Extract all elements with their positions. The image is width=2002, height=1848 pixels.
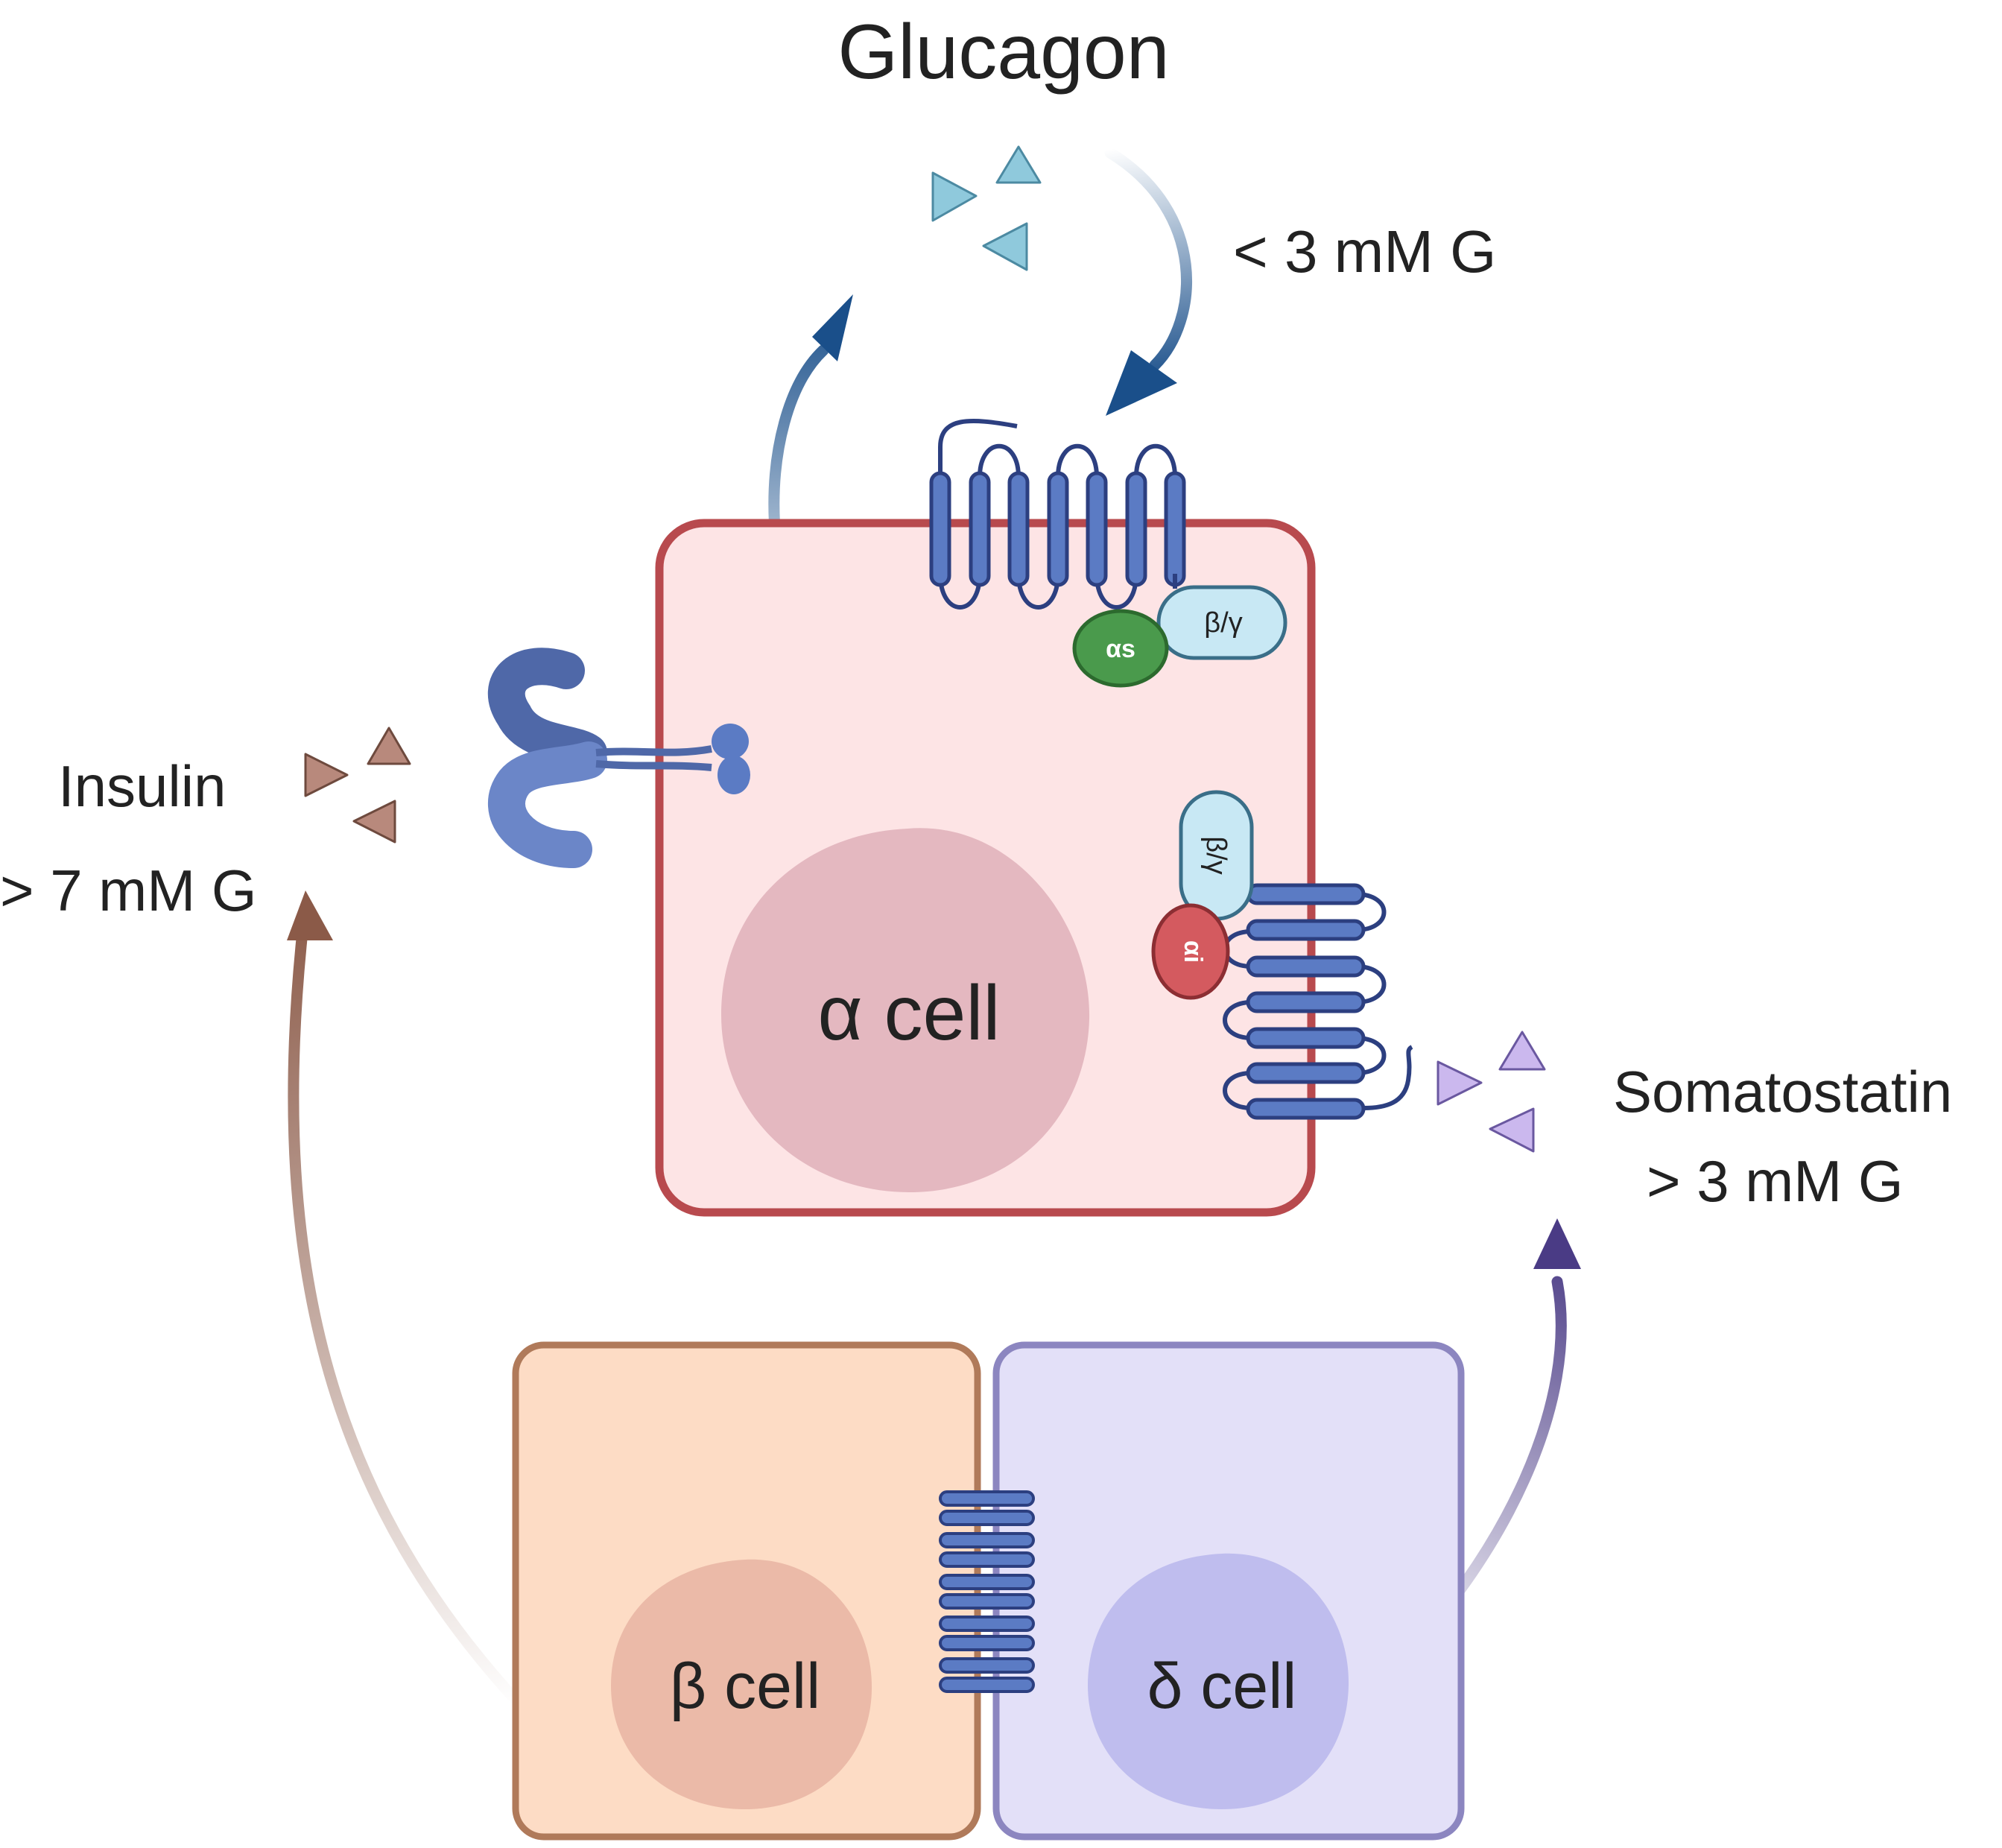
insulin-paracrine-arrow	[287, 890, 528, 1712]
insulin-label: Insulin	[58, 753, 226, 819]
g-protein-stimulatory: β/γ αs	[1072, 585, 1287, 688]
somatostatin-threshold-label: > 3 mM G	[1647, 1148, 1904, 1214]
gap-junction	[939, 1574, 1035, 1610]
glucagon-molecules	[931, 145, 1042, 271]
beta-cell-label: β cell	[670, 1651, 820, 1722]
beta-gamma-subunit	[1156, 585, 1287, 660]
glucagon-triangle	[931, 171, 978, 222]
insulin-receptor	[487, 648, 750, 868]
alpha-cell-label: α cell	[817, 970, 1000, 1057]
somatostatin-receptor-gpcr	[1223, 883, 1413, 1120]
gap-junction	[939, 1490, 1035, 1526]
beta-gamma-label-right: β/γ	[1200, 836, 1232, 874]
somatostatin-triangle	[1489, 1107, 1535, 1153]
alpha-cell: α cell	[655, 519, 1316, 1217]
gap-junction	[939, 1532, 1035, 1568]
insulin-threshold-label: > 7 mM G	[0, 858, 257, 923]
insulin-molecules	[304, 727, 411, 844]
gap-junction	[939, 1657, 1035, 1693]
glucagon-triangle	[995, 145, 1042, 184]
delta-cell: δ cell	[992, 1341, 1465, 1841]
alpha-nucleus	[721, 828, 1090, 1192]
gap-junction	[939, 1616, 1035, 1651]
glucagon-label: Glucagon	[837, 9, 1169, 95]
insulin-triangle	[304, 753, 349, 797]
alpha-i-subunit	[1151, 903, 1230, 1000]
glucagon-receptor-gpcr	[929, 419, 1186, 610]
somatostatin-molecules	[1436, 1031, 1546, 1153]
insulin-triangle	[352, 800, 396, 844]
insulin-triangle	[367, 727, 411, 765]
alpha-i-label: αi	[1179, 940, 1207, 963]
somatostatin-triangle	[1436, 1060, 1483, 1106]
alpha-s-label: αs	[1106, 635, 1135, 663]
somatostatin-label: Somatostatin	[1613, 1059, 1952, 1124]
somatostatin-triangle	[1498, 1031, 1546, 1071]
delta-cell-label: δ cell	[1147, 1651, 1297, 1722]
beta-cell: β cell	[512, 1341, 981, 1841]
gap-junctions	[939, 1490, 1035, 1693]
glucagon-threshold-label: < 3 mM G	[1233, 218, 1496, 285]
alpha-s-subunit	[1072, 609, 1169, 688]
glucagon-feedback-arrow	[1104, 147, 1192, 416]
beta-nucleus	[611, 1559, 872, 1809]
delta-nucleus	[1088, 1553, 1349, 1809]
glucagon-triangle	[982, 222, 1028, 271]
g-protein-inhibitory: β/γ αi	[1151, 790, 1254, 1000]
beta-gamma-label-top: β/γ	[1204, 607, 1242, 639]
